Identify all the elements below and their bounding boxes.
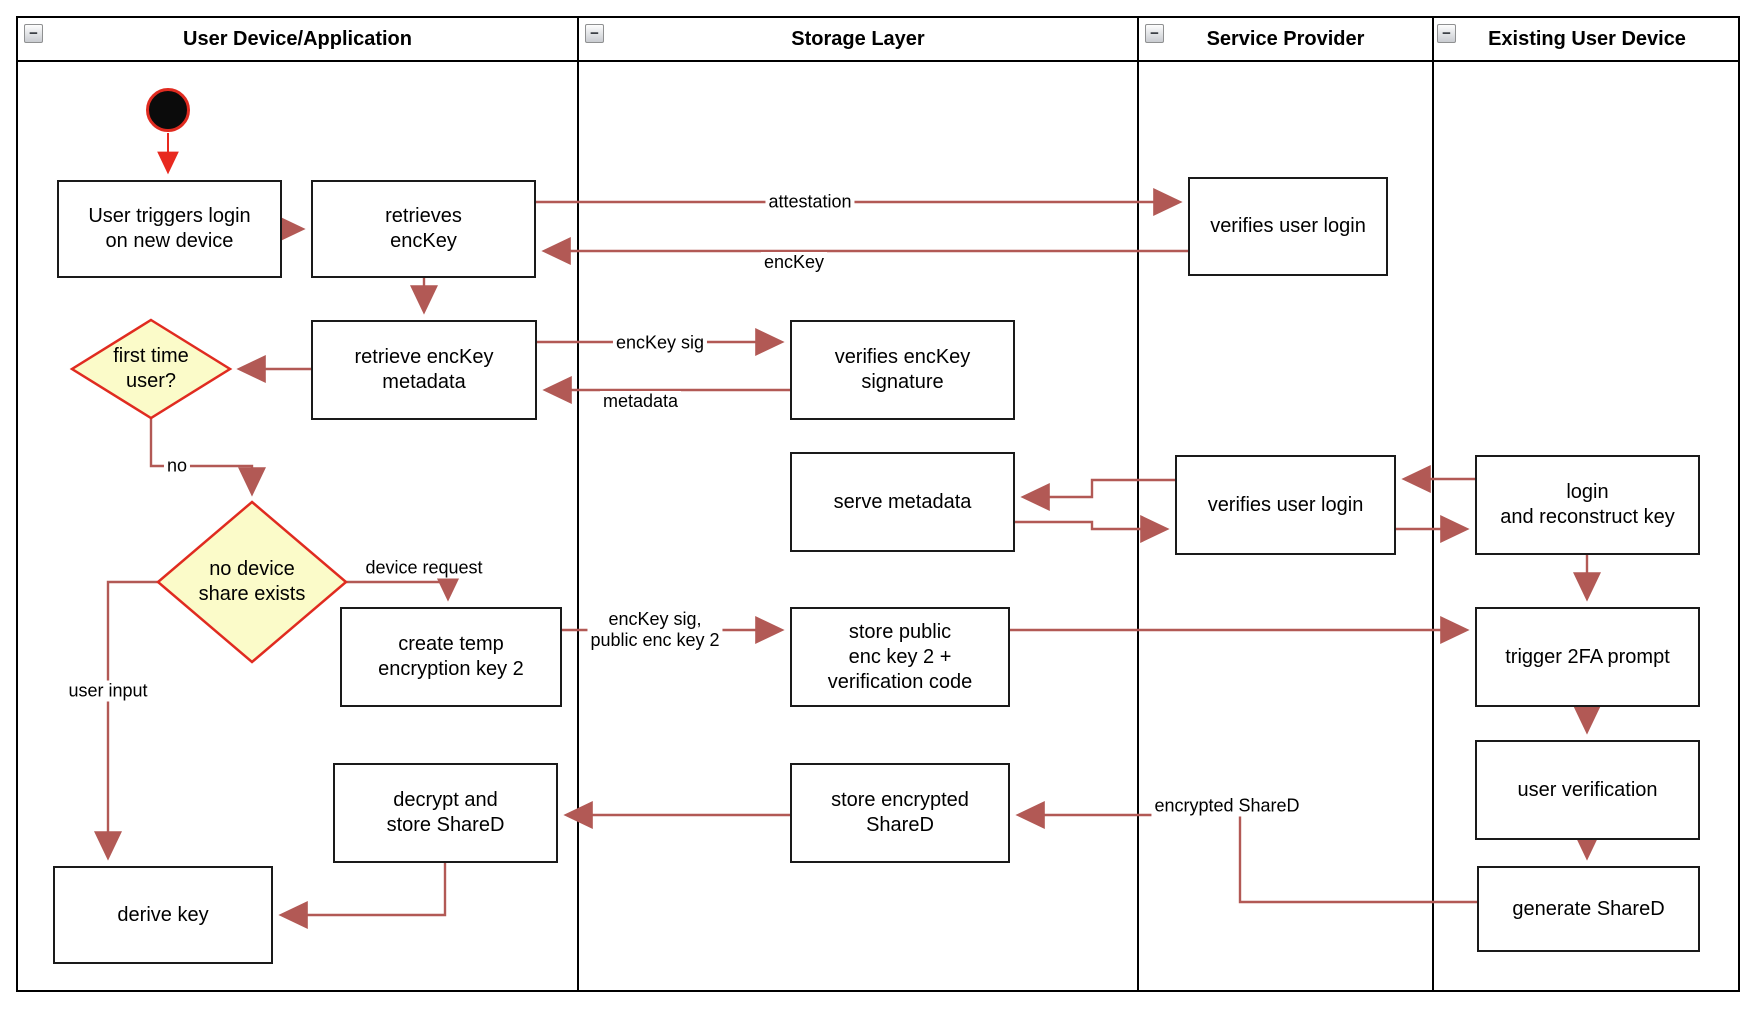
node-verifies-enckey-signature[interactable]: verifies encKey signature — [790, 320, 1015, 420]
edge-label-enckey-sig-public: encKey sig, public enc key 2 — [587, 609, 723, 651]
node-trigger-2fa-prompt[interactable]: trigger 2FA prompt — [1475, 607, 1700, 707]
node-store-encrypted-shared[interactable]: store encrypted ShareD — [790, 763, 1010, 863]
minus-icon[interactable]: − — [585, 24, 604, 43]
node-serve-metadata[interactable]: serve metadata — [790, 452, 1015, 552]
node-retrieves-enckey[interactable]: retrieves encKey — [311, 180, 536, 278]
edge-label-encrypted-shared: encrypted ShareD — [1151, 795, 1303, 817]
node-user-verification[interactable]: user verification — [1475, 740, 1700, 840]
initial-node[interactable] — [146, 88, 190, 132]
lane-title: User Device/Application — [183, 27, 412, 50]
minus-icon[interactable]: − — [1145, 24, 1164, 43]
lane-header-service-provider: Service Provider — [1141, 18, 1430, 60]
lane-divider-2 — [1137, 16, 1139, 992]
edge-no-branch — [149, 418, 266, 497]
minus-icon[interactable]: − — [1437, 24, 1456, 43]
edge-decrypt-to-derive — [278, 863, 447, 929]
lane-header-storage-layer: Storage Layer — [581, 18, 1135, 60]
node-store-public-enc-key[interactable]: store public enc key 2 + verification co… — [790, 607, 1010, 707]
edge-verifieslogin-to-serve — [1020, 478, 1175, 511]
edge-label-enckey: encKey — [761, 252, 828, 273]
node-derive-key[interactable]: derive key — [53, 866, 273, 964]
edge-device-request — [346, 572, 462, 602]
node-retrieve-enckey-metadata[interactable]: retrieve encKey metadata — [311, 320, 537, 420]
node-verifies-user-login-mid[interactable]: verifies user login — [1175, 455, 1396, 555]
edge-label-enckey-sig: encKey sig — [612, 332, 708, 354]
node-login-reconstruct-key[interactable]: login and reconstruct key — [1475, 455, 1700, 555]
edge-label-no: no — [163, 455, 191, 477]
node-decrypt-store-shared[interactable]: decrypt and store ShareD — [333, 763, 558, 863]
lane-title: Existing User Device — [1488, 27, 1686, 50]
lane-header-user-device: User Device/Application — [20, 18, 575, 60]
decision-label-first-time-user: first time user? — [113, 345, 189, 392]
decision-no-device-share[interactable] — [156, 500, 348, 664]
edge-serve-to-verifieslogin — [1015, 515, 1170, 543]
edge-encrypted-shared — [1015, 801, 1477, 904]
node-user-triggers-login[interactable]: User triggers login on new device — [57, 180, 282, 278]
edge-user-input — [94, 580, 158, 861]
node-verifies-user-login-top[interactable]: verifies user login — [1188, 177, 1388, 276]
decision-first-time-user[interactable] — [69, 318, 233, 420]
header-separator — [16, 60, 1740, 62]
decision-label-no-device-share: no device share exists — [198, 558, 306, 605]
edge-label-user-input: user input — [65, 680, 151, 702]
lane-title: Storage Layer — [791, 27, 925, 50]
edge-label-attestation: attestation — [765, 191, 855, 213]
minus-icon[interactable]: − — [24, 24, 43, 43]
lane-header-existing-device: Existing User Device — [1436, 18, 1738, 60]
lane-divider-3 — [1432, 16, 1434, 992]
node-generate-shared[interactable]: generate ShareD — [1477, 866, 1700, 952]
edge-label-metadata: metadata — [600, 391, 682, 412]
node-create-temp-key[interactable]: create temp encryption key 2 — [340, 607, 562, 707]
edge-label-device-request: device request — [362, 557, 486, 579]
lane-divider-1 — [577, 16, 579, 992]
lane-title: Service Provider — [1206, 27, 1365, 50]
